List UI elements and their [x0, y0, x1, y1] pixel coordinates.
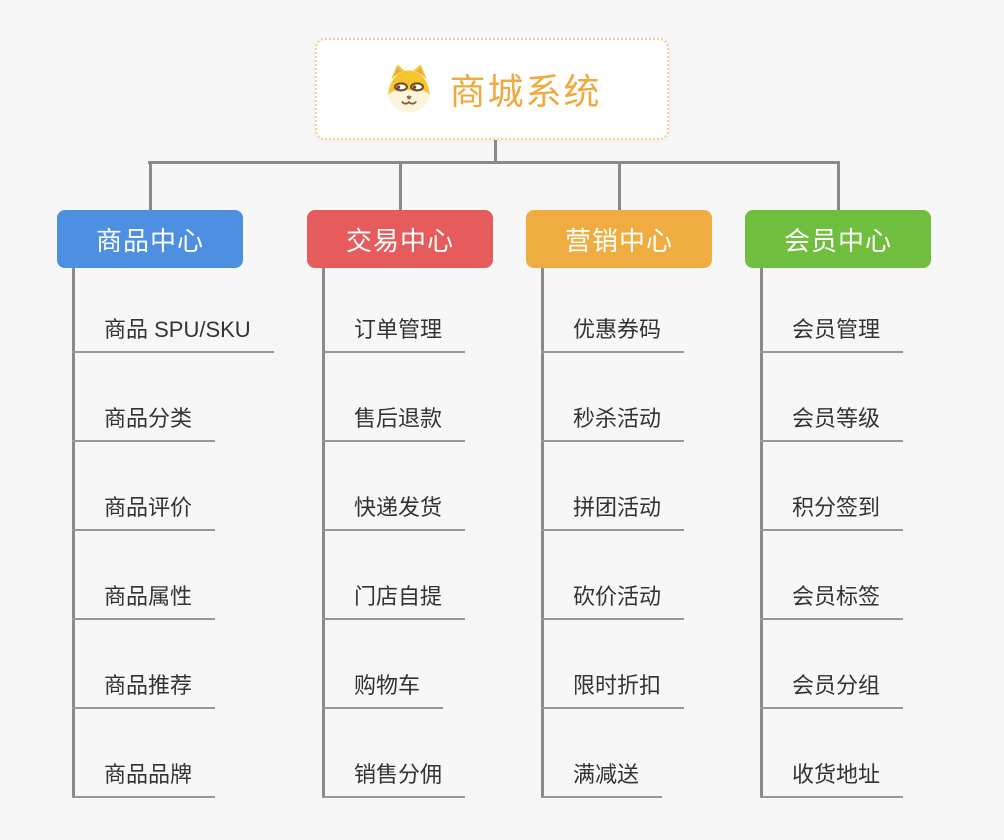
leaf-item: 收货地址: [760, 709, 995, 798]
branch-header-marketing[interactable]: 营销中心: [526, 210, 712, 268]
leaf-item: 商品分类: [72, 353, 307, 442]
leaf-label[interactable]: 商品属性: [72, 579, 216, 620]
connector-branch-line: [322, 268, 325, 798]
leaf-item: 限时折扣: [541, 620, 776, 709]
leaf-label[interactable]: 拼团活动: [541, 490, 685, 531]
leaf-item: 会员标签: [760, 531, 995, 620]
leaf-label[interactable]: 售后退款: [322, 401, 466, 442]
leaf-item: 满减送: [541, 709, 776, 798]
leaf-label[interactable]: 会员标签: [760, 579, 904, 620]
leaf-label[interactable]: 限时折扣: [541, 668, 685, 709]
connector-drop-member: [837, 161, 840, 210]
leaf-item: 销售分佣: [322, 709, 557, 798]
leaf-label[interactable]: 积分签到: [760, 490, 904, 531]
leaf-item: 会员等级: [760, 353, 995, 442]
leaf-label[interactable]: 快递发货: [322, 490, 466, 531]
leaf-item: 订单管理: [322, 268, 557, 353]
leaf-item: 拼团活动: [541, 442, 776, 531]
leaf-label[interactable]: 会员管理: [760, 312, 904, 353]
leaf-item: 商品评价: [72, 442, 307, 531]
leaf-label[interactable]: 商品品牌: [72, 757, 216, 798]
root-title: 商城系统: [449, 71, 602, 112]
branch-trade: 交易中心 订单管理 售后退款 快递发货 门店自提 购物车 销售分佣: [307, 210, 557, 798]
connector-bus: [148, 161, 839, 164]
branch-header-trade[interactable]: 交易中心: [307, 210, 493, 268]
leaf-label[interactable]: 砍价活动: [541, 579, 685, 620]
connector-branch-line: [760, 268, 763, 798]
leaf-label[interactable]: 商品分类: [72, 401, 216, 442]
branch-header-member[interactable]: 会员中心: [745, 210, 931, 268]
connector-drop-goods: [149, 161, 152, 210]
connector-branch-line: [541, 268, 544, 798]
leaf-label[interactable]: 会员分组: [760, 668, 904, 709]
leaf-label[interactable]: 满减送: [541, 757, 663, 798]
leaf-item: 商品品牌: [72, 709, 307, 798]
connector-branch-line: [72, 268, 75, 798]
leaf-label[interactable]: 商品推荐: [72, 668, 216, 709]
branch-goods: 商品中心 商品 SPU/SKU 商品分类 商品评价 商品属性 商品推荐 商品品牌: [57, 210, 307, 798]
connector-root-stem: [494, 140, 497, 164]
dog-icon: [388, 64, 431, 113]
leaf-item: 快递发货: [322, 442, 557, 531]
leaf-list: 订单管理 售后退款 快递发货 门店自提 购物车 销售分佣: [322, 268, 557, 798]
leaf-list: 商品 SPU/SKU 商品分类 商品评价 商品属性 商品推荐 商品品牌: [72, 268, 307, 798]
connector-drop-trade: [399, 161, 402, 210]
leaf-label[interactable]: 优惠券码: [541, 312, 685, 353]
leaf-label[interactable]: 秒杀活动: [541, 401, 685, 442]
leaf-item: 售后退款: [322, 353, 557, 442]
leaf-item: 会员分组: [760, 620, 995, 709]
leaf-item: 商品推荐: [72, 620, 307, 709]
leaf-item: 会员管理: [760, 268, 995, 353]
leaf-item: 购物车: [322, 620, 557, 709]
leaf-label[interactable]: 购物车: [322, 668, 444, 709]
leaf-item: 秒杀活动: [541, 353, 776, 442]
leaf-label[interactable]: 收货地址: [760, 757, 904, 798]
leaf-item: 门店自提: [322, 531, 557, 620]
branch-header-goods[interactable]: 商品中心: [57, 210, 243, 268]
connector-drop-marketing: [618, 161, 621, 210]
leaf-label[interactable]: 订单管理: [322, 312, 466, 353]
leaf-label[interactable]: 商品 SPU/SKU: [72, 312, 274, 353]
leaf-label[interactable]: 销售分佣: [322, 757, 466, 798]
leaf-item: 优惠券码: [541, 268, 776, 353]
leaf-label[interactable]: 商品评价: [72, 490, 216, 531]
leaf-item: 积分签到: [760, 442, 995, 531]
leaf-label[interactable]: 门店自提: [322, 579, 466, 620]
leaf-item: 砍价活动: [541, 531, 776, 620]
leaf-label[interactable]: 会员等级: [760, 401, 904, 442]
branch-marketing: 营销中心 优惠券码 秒杀活动 拼团活动 砍价活动 限时折扣 满减送: [526, 210, 776, 798]
leaf-item: 商品 SPU/SKU: [72, 268, 307, 353]
leaf-list: 会员管理 会员等级 积分签到 会员标签 会员分组 收货地址: [760, 268, 995, 798]
leaf-item: 商品属性: [72, 531, 307, 620]
leaf-list: 优惠券码 秒杀活动 拼团活动 砍价活动 限时折扣 满减送: [541, 268, 776, 798]
root-node[interactable]: 商城系统: [315, 38, 669, 140]
branch-member: 会员中心 会员管理 会员等级 积分签到 会员标签 会员分组 收货地址: [745, 210, 995, 798]
